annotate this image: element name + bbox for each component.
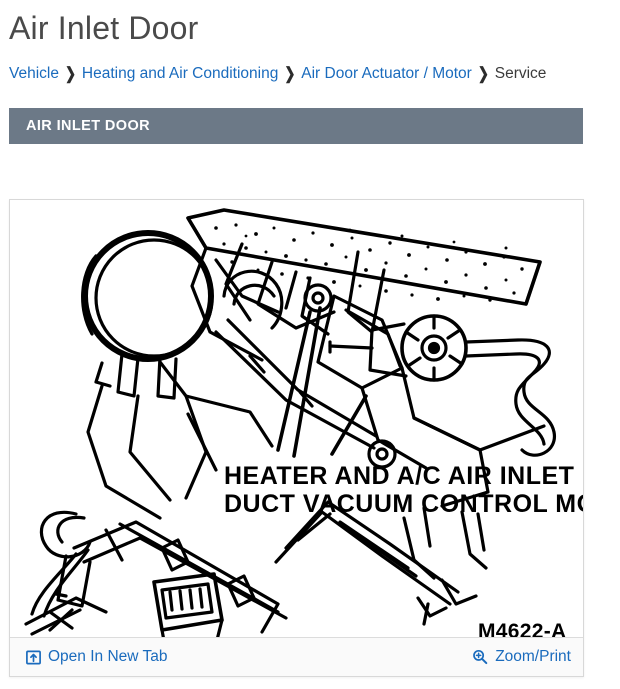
breadcrumb-item-air-door-actuator-motor[interactable]: Air Door Actuator / Motor: [301, 65, 472, 82]
zoom-print-button[interactable]: Zoom/Print: [472, 648, 571, 666]
zoom-print-label: Zoom/Print: [495, 648, 571, 665]
breadcrumb-item-heating-and-air-conditioning[interactable]: Heating and Air Conditioning: [81, 65, 279, 82]
figure-toolbar: Open In New Tab Zoom/Print: [10, 637, 583, 676]
breadcrumb-separator-icon: ❯: [64, 64, 76, 83]
open-in-new-tab-button[interactable]: Open In New Tab: [25, 648, 167, 666]
open-in-new-tab-label: Open In New Tab: [48, 648, 168, 665]
open-in-new-window-icon: [25, 649, 41, 665]
page-title: Air Inlet Door: [9, 10, 199, 46]
breadcrumb-separator-icon: ❯: [477, 64, 489, 83]
figure-caption-line-2: DUCT VACUUM CONTROL MOTOR: [224, 490, 583, 518]
breadcrumb-item-service: Service: [494, 65, 547, 82]
breadcrumb-item-vehicle[interactable]: Vehicle: [9, 65, 59, 82]
section-header-title: AIR INLET DOOR: [26, 118, 151, 134]
figure-panel: HEATER AND A/C AIR INLET DUCT VACUUM CON…: [9, 199, 584, 677]
technical-drawing-svg: HEATER AND A/C AIR INLET DUCT VACUUM CON…: [10, 200, 583, 637]
stipple-texture: [214, 220, 524, 302]
figure-number: M4622-A: [478, 620, 566, 637]
breadcrumb-separator-icon: ❯: [284, 64, 296, 83]
breadcrumb: Vehicle ❯ Heating and Air Conditioning ❯…: [9, 63, 546, 85]
figure-illustration[interactable]: HEATER AND A/C AIR INLET DUCT VACUUM CON…: [10, 200, 583, 637]
magnifier-plus-icon: [472, 649, 488, 665]
figure-caption-line-1: HEATER AND A/C AIR INLET: [224, 462, 574, 490]
section-header-bar: AIR INLET DOOR: [9, 108, 583, 144]
